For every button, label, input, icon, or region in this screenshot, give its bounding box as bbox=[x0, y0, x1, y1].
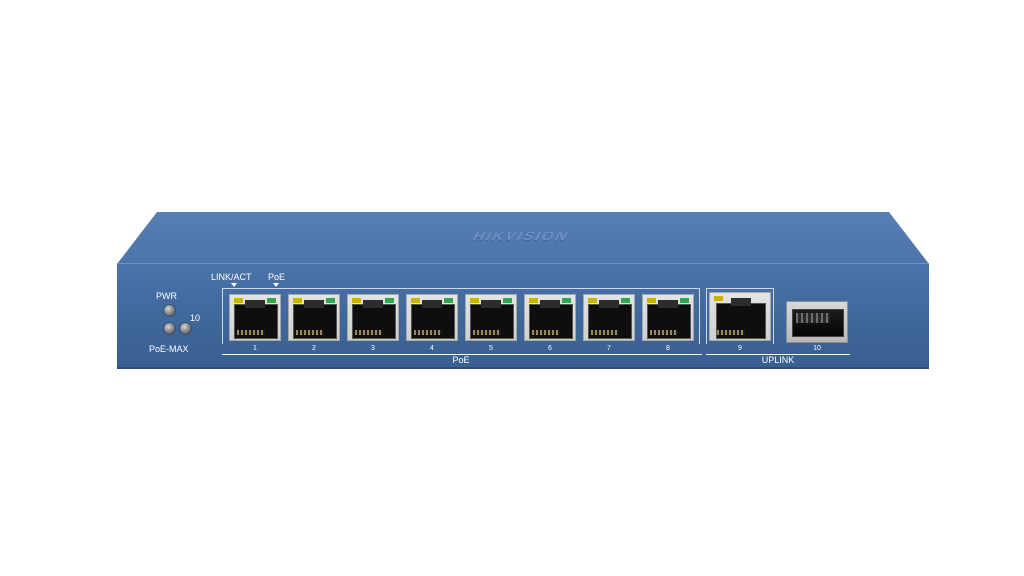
port-number-2: 2 bbox=[312, 345, 316, 352]
port-number-1: 1 bbox=[253, 345, 257, 352]
brand-logo: HIKVISION bbox=[470, 229, 572, 244]
poe-port-1[interactable] bbox=[229, 294, 281, 341]
port-number-4: 4 bbox=[430, 345, 434, 352]
pwr-led bbox=[164, 305, 175, 316]
poe-group-bar bbox=[222, 354, 702, 355]
port-number-7: 7 bbox=[607, 345, 611, 352]
poe-port-2[interactable] bbox=[288, 294, 340, 341]
uplink-group-bar bbox=[706, 354, 850, 355]
pwr-label: PWR bbox=[156, 291, 177, 301]
port-number-6: 6 bbox=[548, 345, 552, 352]
link-act-label: LINK/ACT bbox=[211, 272, 252, 282]
poe-max-led bbox=[164, 323, 175, 334]
port-number-5: 5 bbox=[489, 345, 493, 352]
poe-port-7[interactable] bbox=[583, 294, 635, 341]
poe-indicator-label: PoE bbox=[268, 272, 286, 282]
poe-max-label: PoE-MAX bbox=[149, 344, 189, 354]
poe-group-label: PoE bbox=[452, 355, 470, 365]
port10-led bbox=[180, 323, 191, 334]
port-number-10: 10 bbox=[813, 345, 821, 352]
port10-led-label: 10 bbox=[190, 313, 201, 323]
link-act-marker-icon bbox=[231, 283, 237, 287]
port-number-3: 3 bbox=[371, 345, 375, 352]
uplink-port-frame bbox=[706, 288, 774, 344]
uplink-port-9[interactable] bbox=[709, 292, 771, 341]
switch-top-panel bbox=[117, 212, 929, 264]
uplink-group-label: UPLINK bbox=[761, 355, 795, 365]
port-number-8: 8 bbox=[666, 345, 670, 352]
poe-port-4[interactable] bbox=[406, 294, 458, 341]
port-number-9: 9 bbox=[738, 345, 742, 352]
poe-port-3[interactable] bbox=[347, 294, 399, 341]
poe-port-frame bbox=[222, 288, 700, 344]
poe-port-6[interactable] bbox=[524, 294, 576, 341]
sfp-port-10[interactable] bbox=[786, 301, 848, 343]
poe-port-5[interactable] bbox=[465, 294, 517, 341]
poe-port-8[interactable] bbox=[642, 294, 694, 341]
poe-marker-icon bbox=[273, 283, 279, 287]
